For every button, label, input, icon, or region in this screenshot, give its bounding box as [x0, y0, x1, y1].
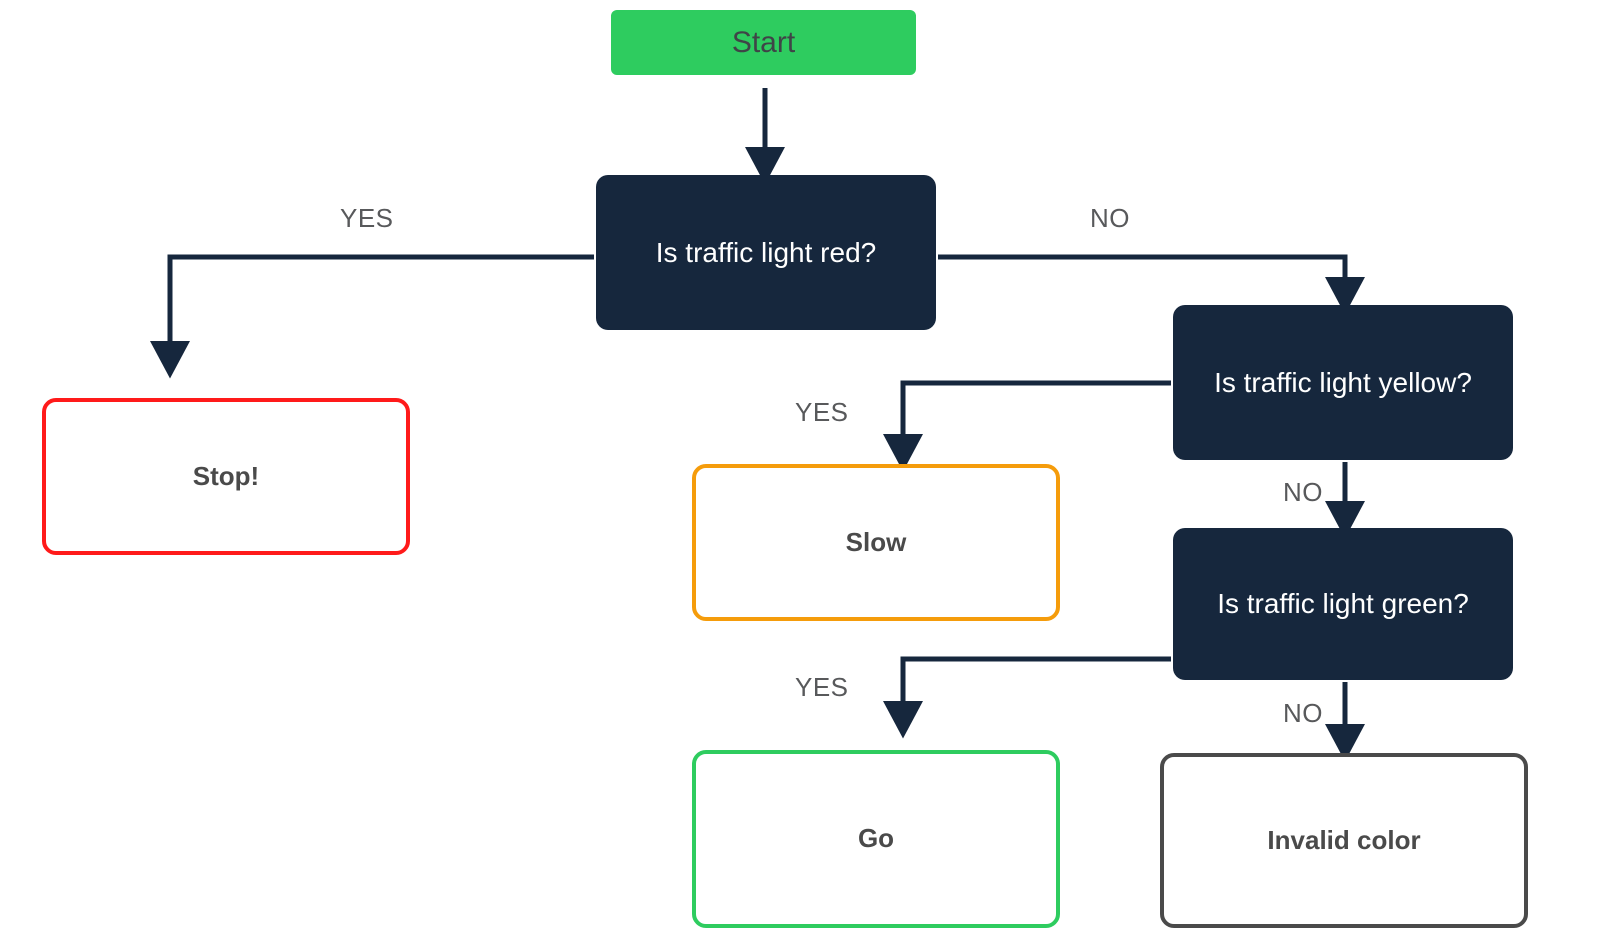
edge-red-yes-to-stop	[150, 254, 594, 379]
node-slow[interactable]: Slow	[692, 464, 1060, 621]
edge-red-no-to-yellow	[938, 254, 1365, 315]
edge-yellow-yes-to-slow	[883, 380, 1171, 472]
node-start[interactable]: Start	[611, 10, 916, 75]
edge-green-yes-to-go	[883, 656, 1171, 739]
edge-label-red-no: NO	[1090, 203, 1130, 233]
node-is-traffic-light-green[interactable]: Is traffic light green?	[1173, 528, 1513, 680]
node-go[interactable]: Go	[692, 750, 1060, 928]
edge-label-green-no: NO	[1283, 698, 1323, 728]
edge-label-yellow-yes: YES	[795, 397, 849, 427]
node-stop[interactable]: Stop!	[42, 398, 410, 555]
edge-label-red-yes: YES	[340, 203, 394, 233]
node-invalid-color[interactable]: Invalid color	[1160, 753, 1528, 928]
node-is-traffic-light-red[interactable]: Is traffic light red?	[596, 175, 936, 330]
edge-label-yellow-no: NO	[1283, 477, 1323, 507]
node-is-traffic-light-yellow[interactable]: Is traffic light yellow?	[1173, 305, 1513, 460]
edge-label-green-yes: YES	[795, 672, 849, 702]
